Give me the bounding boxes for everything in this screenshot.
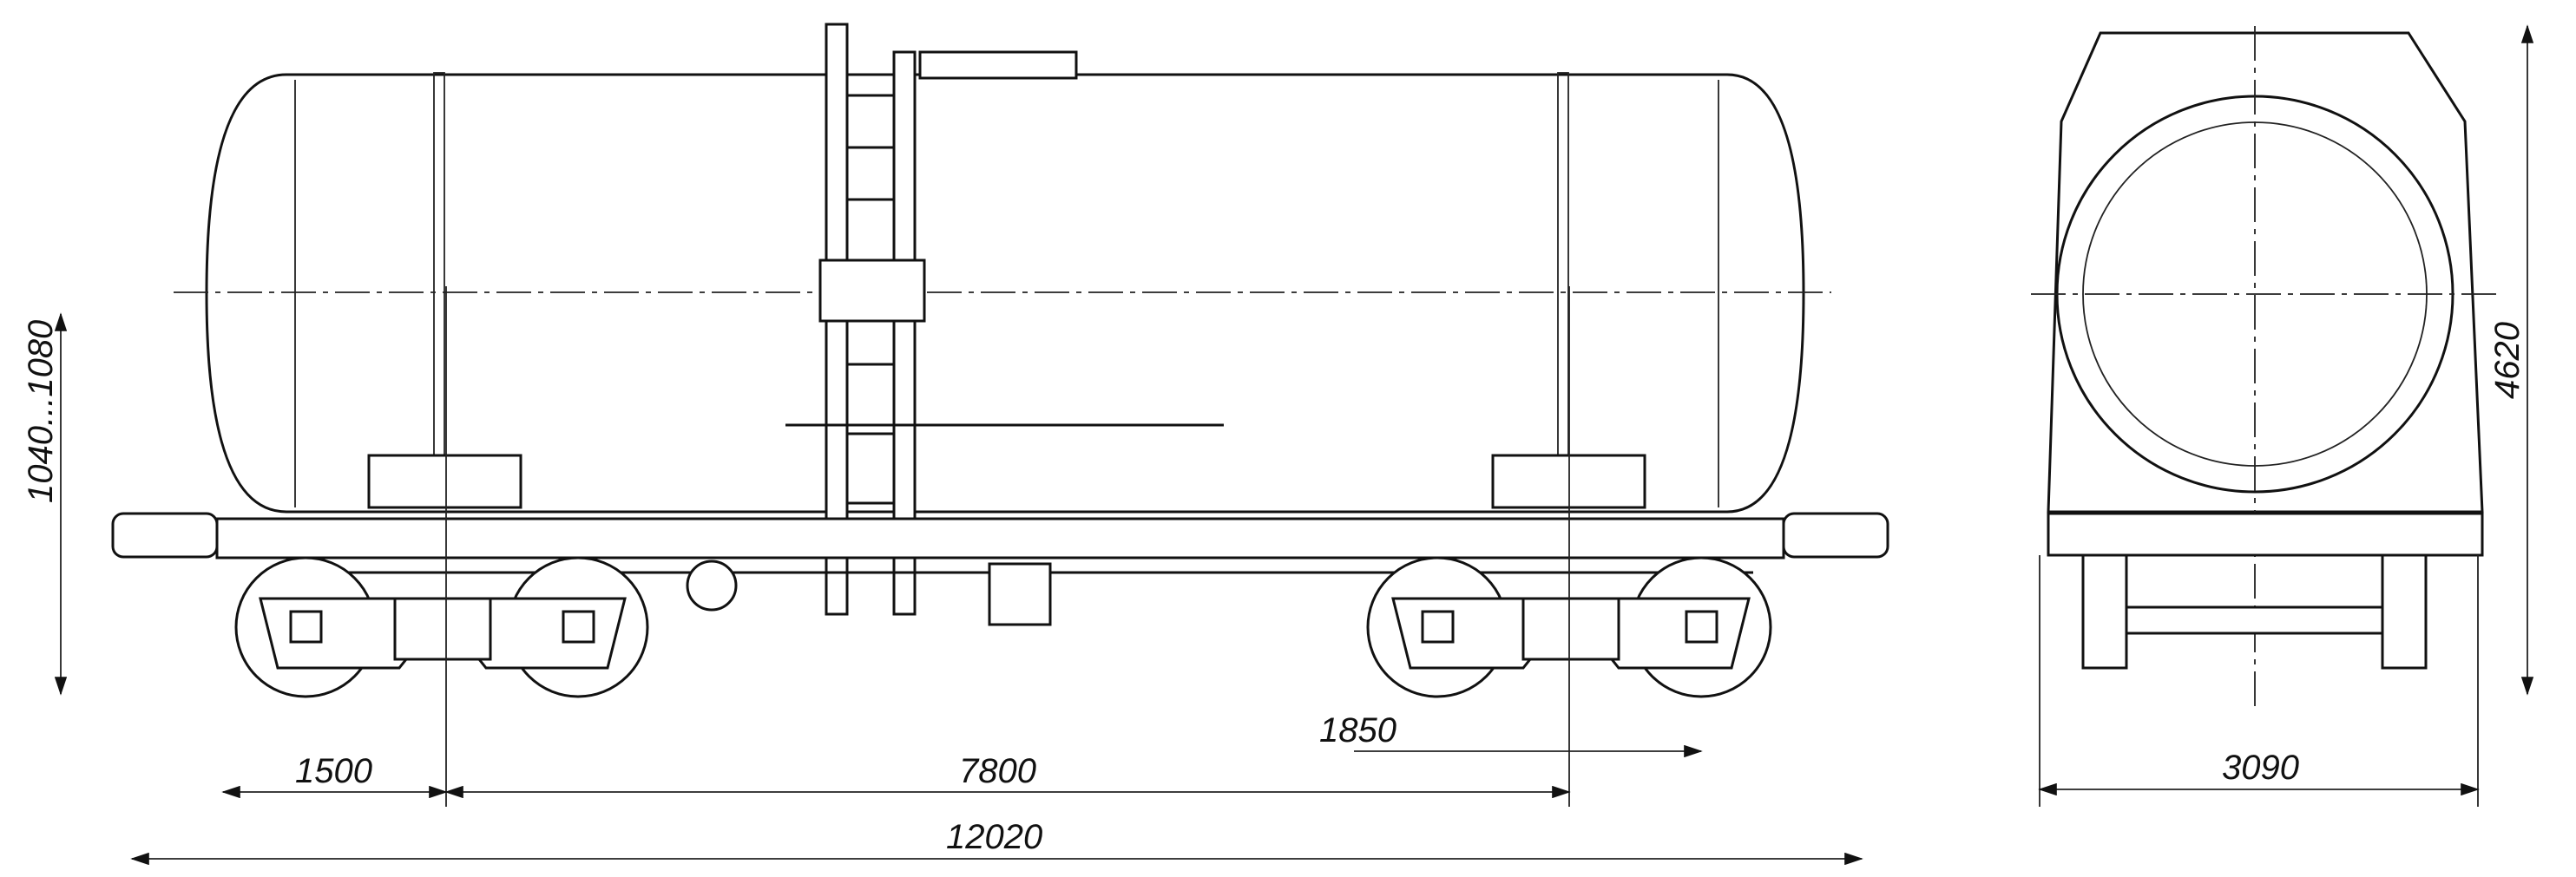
dim-coupler-height: 1040...1080 xyxy=(22,320,60,503)
tank-body xyxy=(205,73,1805,514)
dim-bogie-wheelbase: 1500 xyxy=(295,752,372,790)
bogie-left xyxy=(234,556,649,698)
dim-height: 4620 xyxy=(2488,322,2527,399)
end-dimensions: 3090 4620 xyxy=(2038,24,2534,796)
side-view xyxy=(111,23,1889,807)
dim-width: 3090 xyxy=(2222,749,2299,787)
dim-overall-length: 12020 xyxy=(946,818,1042,856)
dim-wheelbase-right: 1850 xyxy=(1319,711,1396,749)
bogie-right xyxy=(1366,556,1772,698)
end-view xyxy=(2031,26,2500,807)
dim-bogie-centers: 7800 xyxy=(959,752,1036,790)
side-dimensions: 1040...1080 1500 7800 1850 12020 xyxy=(22,312,1863,866)
ladder xyxy=(818,23,1078,616)
underframe xyxy=(215,517,1785,560)
